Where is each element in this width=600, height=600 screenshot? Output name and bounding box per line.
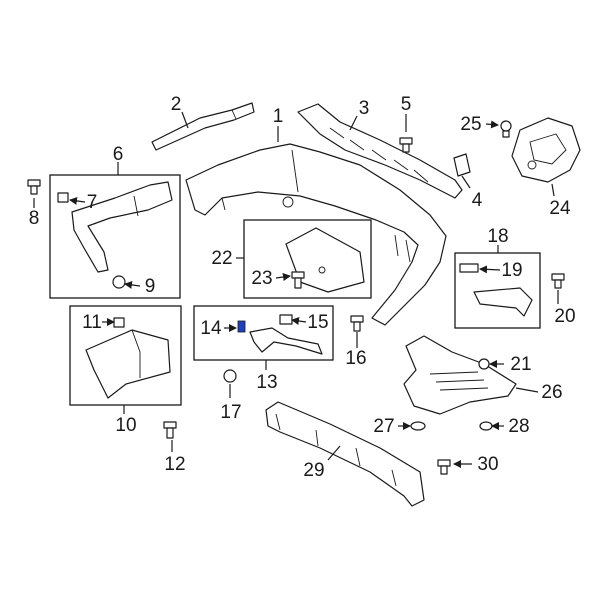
part-30-bolt[interactable] <box>437 459 451 475</box>
group-10-box <box>69 305 182 406</box>
part-29-beam[interactable] <box>265 401 425 507</box>
part-15-clip[interactable] <box>279 314 293 325</box>
part-4-clip[interactable] <box>453 153 471 177</box>
part-10-guide[interactable] <box>85 329 171 399</box>
group-22-box <box>243 219 372 299</box>
part-3-reinforcement[interactable] <box>297 103 463 199</box>
callout-17: 17 <box>220 402 241 423</box>
part-20-bolt[interactable] <box>551 273 565 289</box>
callout-27: 27 <box>373 416 394 437</box>
part-27-nut[interactable] <box>410 421 426 431</box>
callout-28: 28 <box>508 416 529 437</box>
callout-20: 20 <box>554 306 575 327</box>
leader-lines <box>33 111 559 468</box>
part-18-bracket[interactable] <box>473 287 533 317</box>
callout-8: 8 <box>29 208 40 229</box>
part-26-skid-plate[interactable] <box>403 335 517 415</box>
part-16-bolt[interactable] <box>350 315 364 332</box>
callout-6: 6 <box>113 144 124 165</box>
callout-7: 7 <box>87 192 98 213</box>
callout-12: 12 <box>164 454 185 475</box>
part-23-bolt[interactable] <box>291 271 305 289</box>
callout-23: 23 <box>251 268 272 289</box>
part-5-bolt[interactable] <box>399 137 413 153</box>
callout-15: 15 <box>307 312 328 333</box>
callout-4: 4 <box>472 190 483 211</box>
part-13-bracket[interactable] <box>249 327 323 355</box>
part-6-bracket[interactable] <box>71 181 173 273</box>
callout-9: 9 <box>145 276 156 297</box>
callout-18: 18 <box>487 226 508 247</box>
callout-5: 5 <box>401 94 412 115</box>
callout-30: 30 <box>477 454 498 475</box>
part-11-clip[interactable] <box>113 317 125 328</box>
callout-24: 24 <box>549 198 571 219</box>
part-2-molding[interactable] <box>151 102 255 151</box>
part-28-clip[interactable] <box>479 421 493 431</box>
part-24-bracket[interactable] <box>511 117 581 183</box>
group-13-box <box>193 305 334 361</box>
callout-13: 13 <box>256 372 277 393</box>
part-14-pad[interactable] <box>237 320 246 333</box>
part-8-bolt[interactable] <box>27 179 41 195</box>
part-25-fastener[interactable] <box>500 120 512 138</box>
part-19-clip[interactable] <box>459 263 479 273</box>
callout-29: 29 <box>303 460 324 481</box>
callout-22: 22 <box>211 248 232 269</box>
callout-10: 10 <box>115 415 136 436</box>
part-1-bumper-cover[interactable] <box>185 143 447 326</box>
part-12-bolt[interactable] <box>163 421 177 439</box>
callout-26: 26 <box>541 382 562 403</box>
callout-2: 2 <box>171 94 182 115</box>
callout-labels: 1 2 3 4 5 6 7 8 9 10 11 12 13 14 15 16 1… <box>29 94 576 481</box>
callout-14: 14 <box>200 318 222 339</box>
callout-19: 19 <box>501 260 522 281</box>
callout-21: 21 <box>510 354 531 375</box>
group-6-box <box>49 174 181 299</box>
part-7-clip[interactable] <box>57 192 69 203</box>
part-9-fastener[interactable] <box>112 275 126 289</box>
callout-11: 11 <box>82 312 102 333</box>
part-17-fastener[interactable] <box>223 369 237 383</box>
callout-25: 25 <box>460 114 481 135</box>
callout-16: 16 <box>345 348 366 369</box>
callout-3: 3 <box>359 98 370 119</box>
part-21-fastener[interactable] <box>478 358 490 370</box>
callout-1: 1 <box>273 106 284 127</box>
